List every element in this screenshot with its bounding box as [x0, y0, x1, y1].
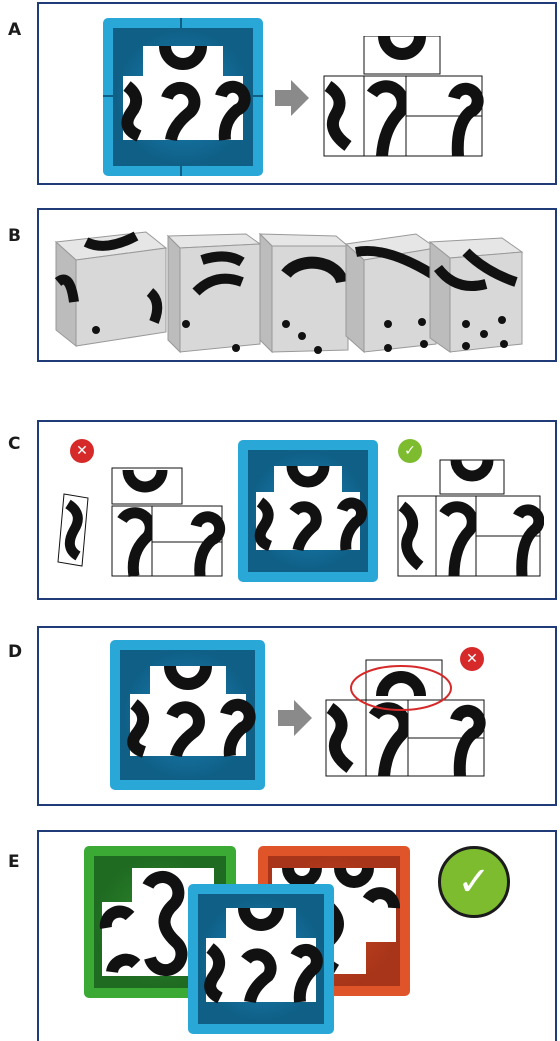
panel-label-b: B	[8, 226, 21, 246]
arrow-right-icon	[275, 78, 309, 118]
blue-frame	[103, 18, 263, 176]
puzzle-pattern	[110, 640, 265, 790]
check-icon: ✓	[438, 846, 510, 918]
die-1	[56, 232, 166, 346]
tile-set-right	[394, 458, 544, 578]
panel-label-c: C	[8, 434, 20, 454]
panel-label-d: D	[8, 642, 22, 662]
die-2	[168, 234, 260, 352]
panel-label-e: E	[8, 852, 20, 872]
puzzle-pattern	[103, 18, 263, 176]
tile-set-wrong	[110, 466, 230, 578]
panel-label-a: A	[8, 20, 21, 40]
loose-tile	[54, 490, 94, 570]
highlight-ellipse	[348, 662, 454, 714]
blue-frame	[110, 640, 265, 790]
puzzle-pattern	[238, 440, 378, 582]
tile-set	[320, 36, 485, 158]
blue-frame	[238, 440, 378, 582]
x-icon: ✕	[460, 647, 484, 671]
die-3	[260, 234, 348, 354]
blue-frame	[188, 884, 334, 1034]
arrow-right-icon	[278, 698, 312, 738]
x-icon: ✕	[70, 439, 94, 463]
dice-row	[46, 212, 554, 360]
puzzle-pattern	[188, 884, 334, 1034]
die-4	[346, 234, 436, 352]
die-5	[430, 238, 522, 352]
